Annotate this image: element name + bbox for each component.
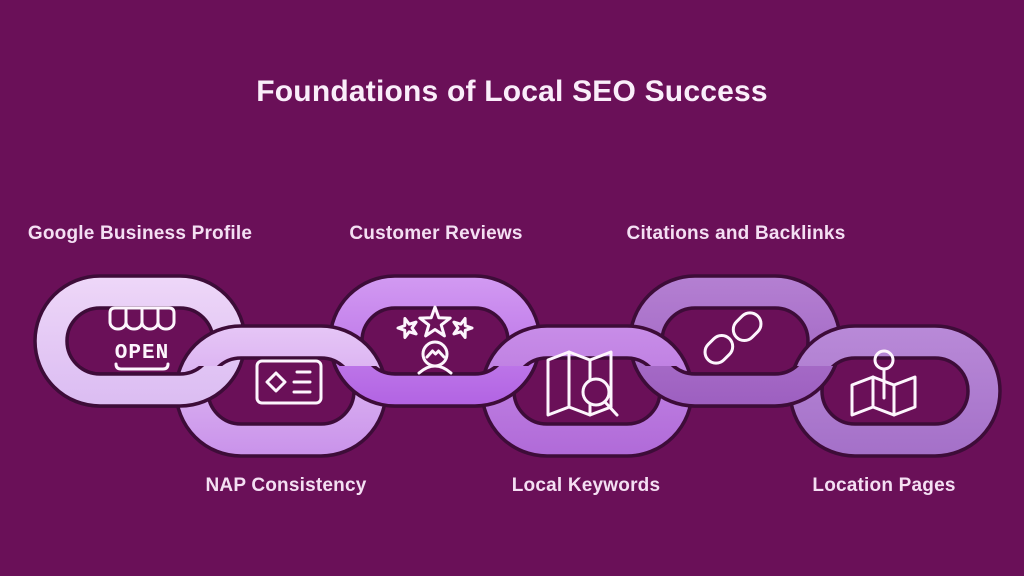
label-google-business-profile: Google Business Profile: [27, 223, 253, 244]
chain-link-overlap-patch: [333, 366, 537, 408]
label-customer-reviews: Customer Reviews: [349, 223, 523, 244]
chain-icons: OPEN: [108, 305, 917, 417]
storefront-icon: [108, 306, 176, 371]
chain-links-bottom-row: [174, 324, 1002, 458]
label-location-pages: Location Pages: [812, 475, 956, 496]
customer-rating-icon: [396, 305, 474, 375]
map-search-icon: [546, 350, 619, 417]
chain-interlock-patches: [38, 366, 837, 408]
chain-link-overlap-patch: [38, 366, 242, 408]
label-local-keywords: Local Keywords: [511, 475, 661, 496]
chain-link-overlap-patch: [633, 366, 837, 408]
label-citations-and-backlinks: Citations and Backlinks: [626, 223, 846, 244]
storefront-open-sign: OPEN: [115, 342, 169, 365]
label-nap-consistency: NAP Consistency: [205, 475, 367, 496]
map-pin-icon: [850, 349, 917, 417]
chain-link-icon: [703, 311, 763, 365]
page-title: Foundations of Local SEO Success: [256, 75, 768, 108]
contact-card-icon: [255, 359, 323, 405]
